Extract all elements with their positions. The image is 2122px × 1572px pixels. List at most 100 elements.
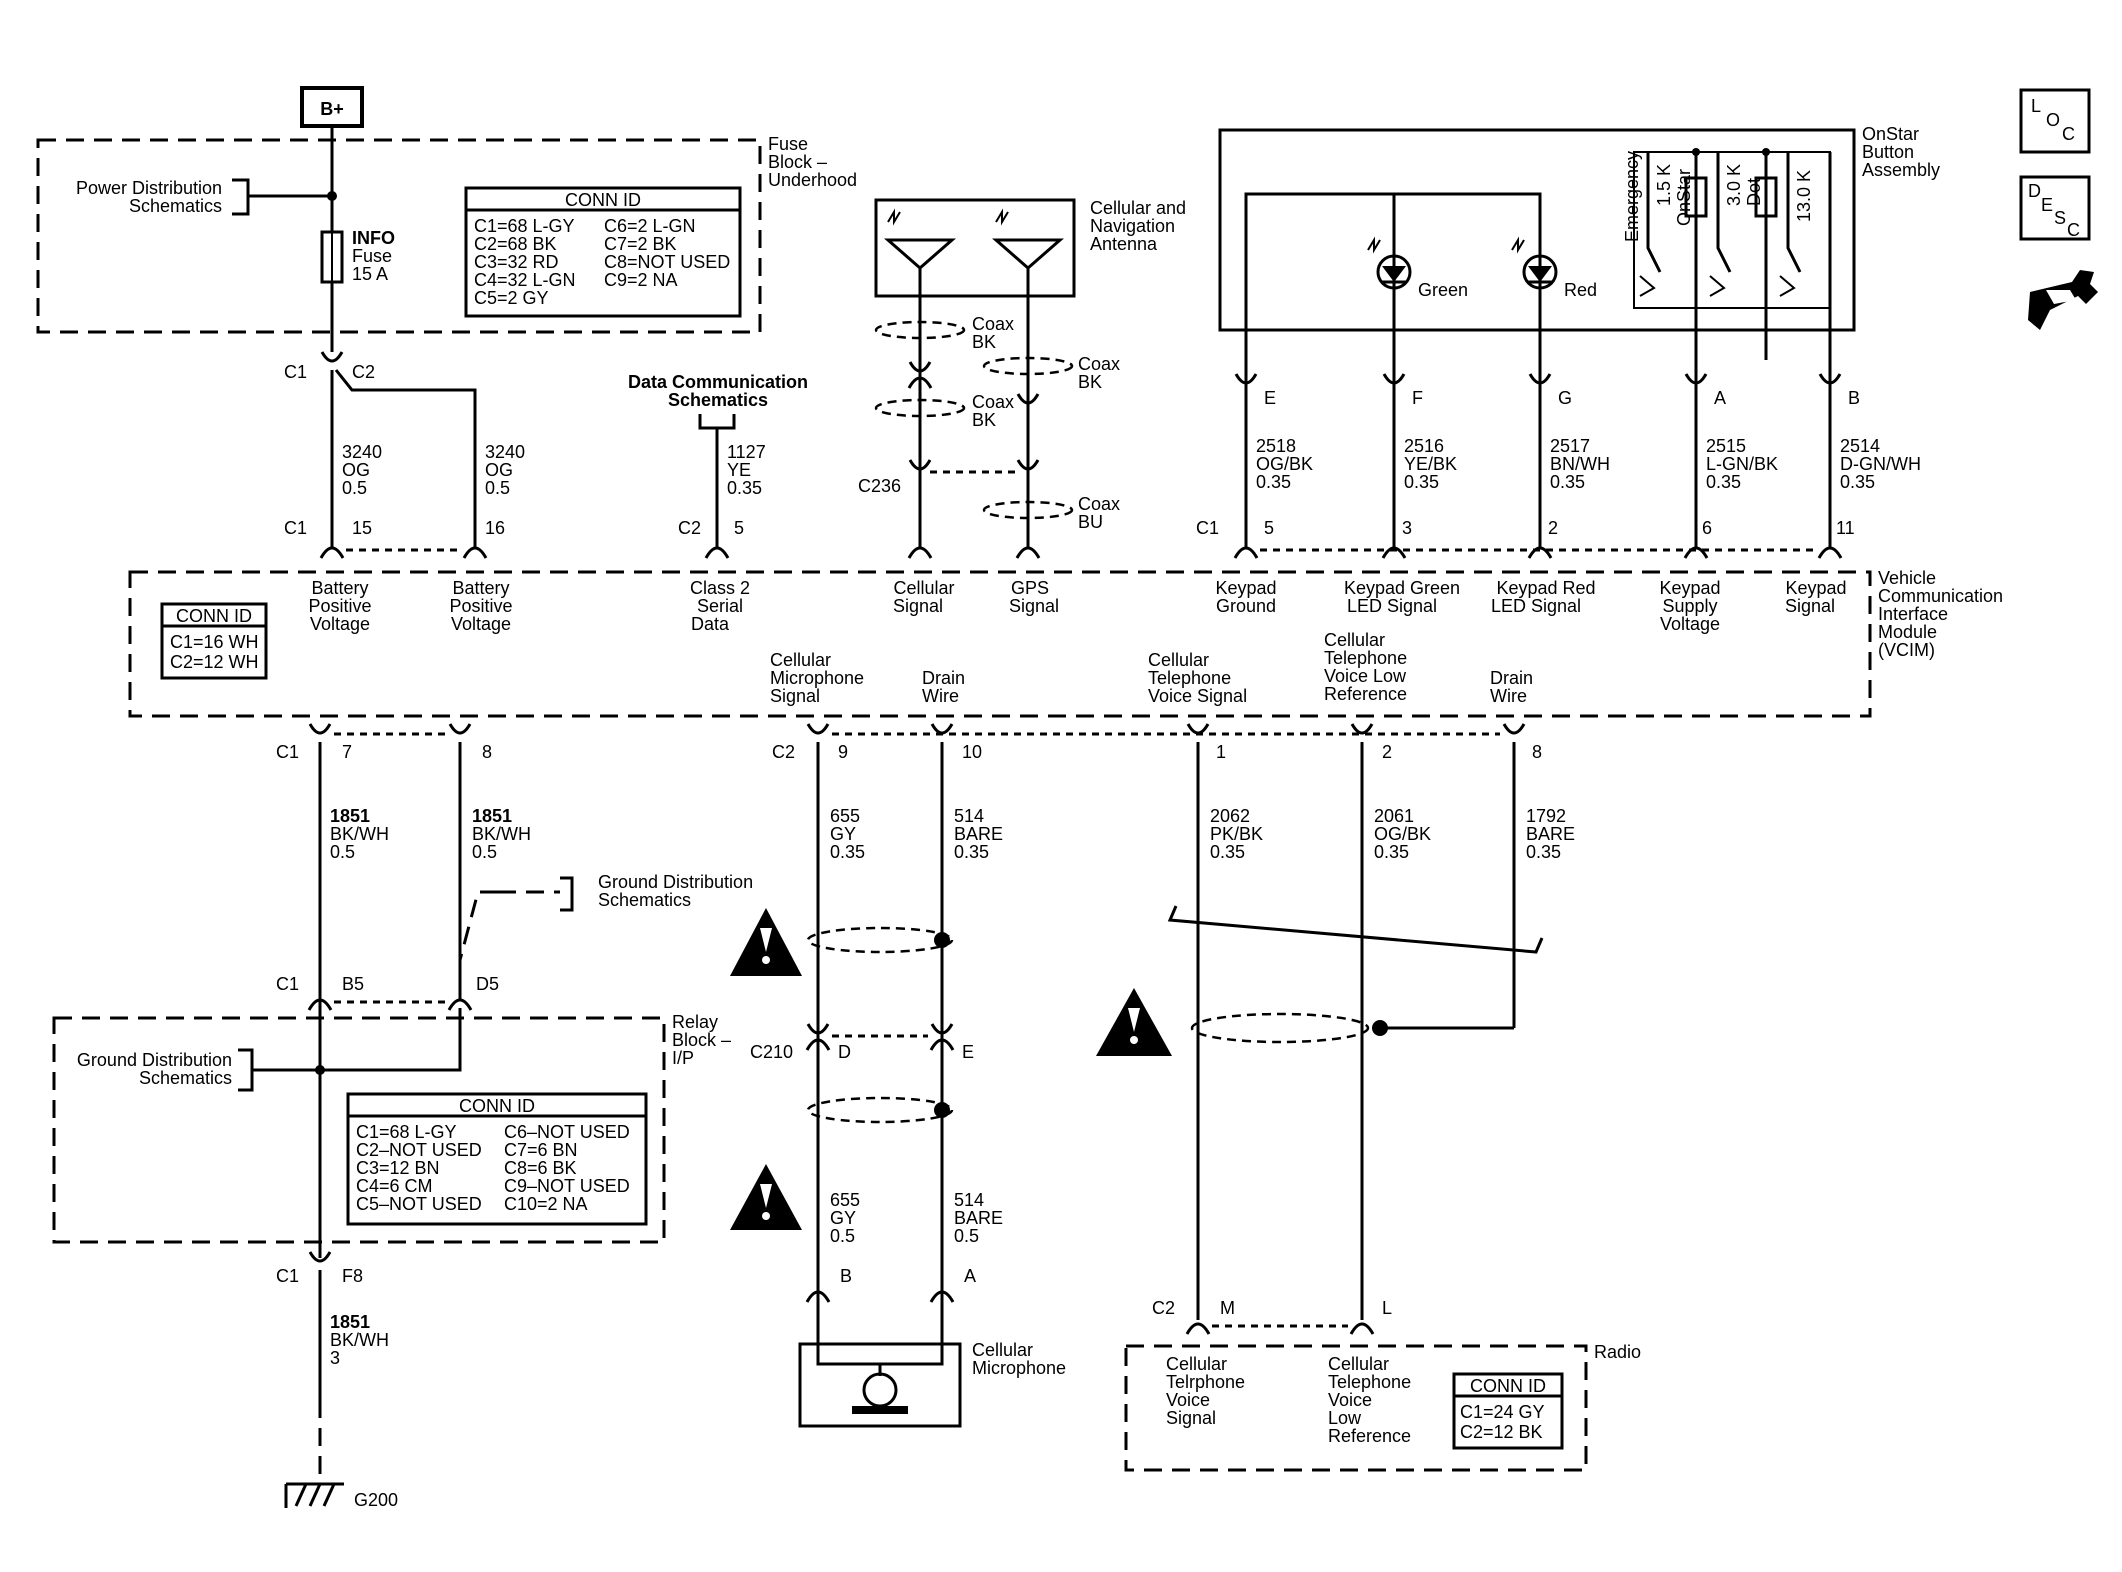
svg-text:5: 5 <box>734 518 744 538</box>
tool-icon[interactable] <box>2028 270 2098 330</box>
coax-label: Coax <box>1078 354 1120 374</box>
svg-text:0.5: 0.5 <box>342 478 367 498</box>
svg-text:3: 3 <box>1402 518 1412 538</box>
circuit-label: 655 <box>830 1190 860 1210</box>
conn-id-cell: C5=2 GY <box>474 288 549 308</box>
conn-id-title: CONN ID <box>565 190 641 210</box>
relay-conn-label: C1 <box>276 974 299 994</box>
svg-text:514: 514 <box>954 806 984 826</box>
data-comm-label: Data Communication <box>628 372 808 392</box>
radio-outline <box>1124 1344 1588 1472</box>
loc-letter: L <box>2031 96 2041 116</box>
vcim-outline <box>128 570 1872 718</box>
radio-label: Radio <box>1594 1342 1641 1362</box>
svg-text:CONN ID: CONN ID <box>459 1096 535 1116</box>
svg-text:Serial: Serial <box>697 596 743 616</box>
svg-text:Ground: Ground <box>1216 596 1276 616</box>
svg-text:0.35: 0.35 <box>830 842 865 862</box>
antenna-label: Navigation <box>1090 216 1175 236</box>
svg-text:C7=6 BN: C7=6 BN <box>504 1140 578 1160</box>
battery-positive: B+ <box>300 86 364 128</box>
ground-dist-label: Ground Distribution <box>598 872 753 892</box>
svg-text:BK/WH: BK/WH <box>472 824 531 844</box>
radio-conn-label: C2 <box>1152 1298 1175 1318</box>
power-dist-label: Schematics <box>129 196 222 216</box>
resistor-icon <box>1754 176 1778 218</box>
circuit-label: 0.5 <box>830 1226 855 1246</box>
svg-text:Data: Data <box>691 614 730 634</box>
conn-id-cell: C6=2 L-GN <box>604 216 696 236</box>
fuse-block-label-2: Block – <box>768 152 827 172</box>
svg-text:0.35: 0.35 <box>1374 842 1409 862</box>
svg-text:Telephone: Telephone <box>1148 668 1231 688</box>
svg-text:BARE: BARE <box>1526 824 1575 844</box>
svg-text:655: 655 <box>830 806 860 826</box>
ground-dist-label: Ground Distribution <box>77 1050 232 1070</box>
switch-icon <box>1639 152 1802 297</box>
svg-text:C1=68 L-GY: C1=68 L-GY <box>356 1122 457 1142</box>
relay-conn-label: C1 <box>276 1266 299 1286</box>
svg-text:C2=12 WH: C2=12 WH <box>170 652 259 672</box>
cellular-microphone <box>798 1342 962 1428</box>
vcim-label: Communication <box>1878 586 2003 606</box>
svg-text:C2–NOT USED: C2–NOT USED <box>356 1140 482 1160</box>
svg-text:15: 15 <box>352 518 372 538</box>
loc-icon[interactable]: L O C <box>2019 88 2091 154</box>
svg-text:Keypad: Keypad <box>1785 578 1846 598</box>
desc-icon[interactable]: D E S C <box>2019 175 2091 241</box>
svg-text:Microphone: Microphone <box>770 668 864 688</box>
resistor-label: 3.0 K <box>1724 164 1744 206</box>
svg-text:0.35: 0.35 <box>1210 842 1245 862</box>
c210-label: C210 <box>750 1042 793 1062</box>
conn-id-cell: C3=32 RD <box>474 252 559 272</box>
svg-text:PK/BK: PK/BK <box>1210 824 1263 844</box>
circuit-label: 514 <box>954 1190 984 1210</box>
relay-pin-label: F8 <box>342 1266 363 1286</box>
svg-text:C2: C2 <box>772 742 795 762</box>
svg-text:Drain: Drain <box>922 668 965 688</box>
green-led-label: Green <box>1418 280 1468 300</box>
pin-letter: B <box>1848 388 1860 408</box>
fuse-block-outline <box>36 138 762 334</box>
mic-pin: A <box>964 1266 976 1286</box>
relay-label: I/P <box>672 1048 694 1068</box>
radio-function: Reference <box>1328 1426 1411 1446</box>
desc-letter: D <box>2028 181 2041 201</box>
radio-pin: M <box>1220 1298 1235 1318</box>
radio-function: Voice <box>1328 1390 1372 1410</box>
svg-text:Signal: Signal <box>1009 596 1059 616</box>
relay-label: Relay <box>672 1012 718 1032</box>
svg-text:2515: 2515 <box>1706 436 1746 456</box>
caution-icon <box>730 908 802 976</box>
svg-text:Signal: Signal <box>1785 596 1835 616</box>
svg-text:0.35: 0.35 <box>1840 472 1875 492</box>
svg-text:LED Signal: LED Signal <box>1347 596 1437 616</box>
svg-text:1851: 1851 <box>330 806 370 826</box>
svg-text:16: 16 <box>485 518 505 538</box>
conn-id-cell: C7=2 BK <box>604 234 677 254</box>
svg-text:0.5: 0.5 <box>485 478 510 498</box>
svg-text:Cellular: Cellular <box>770 650 831 670</box>
svg-text:C4=6 CM: C4=6 CM <box>356 1176 433 1196</box>
svg-text:Wire: Wire <box>922 686 959 706</box>
radio-function: Cellular <box>1328 1354 1389 1374</box>
svg-text:C9–NOT USED: C9–NOT USED <box>504 1176 630 1196</box>
mic-label: Cellular <box>972 1340 1033 1360</box>
vcim-bottom-function-labels: Cellular Microphone Signal Drain Wire Ce… <box>770 630 1533 706</box>
svg-text:C1: C1 <box>284 518 307 538</box>
svg-text:Positive: Positive <box>308 596 371 616</box>
svg-text:CONN ID: CONN ID <box>1470 1376 1546 1396</box>
svg-text:1: 1 <box>1216 742 1226 762</box>
svg-text:0.5: 0.5 <box>330 842 355 862</box>
svg-text:C2: C2 <box>678 518 701 538</box>
svg-text:5: 5 <box>1264 518 1274 538</box>
svg-text:L-GN/BK: L-GN/BK <box>1706 454 1778 474</box>
svg-text:Battery: Battery <box>311 578 368 598</box>
led-icon <box>1522 254 1558 290</box>
svg-text:0.35: 0.35 <box>954 842 989 862</box>
svg-text:8: 8 <box>1532 742 1542 762</box>
splice-icon <box>1372 1020 1388 1036</box>
svg-text:Signal: Signal <box>770 686 820 706</box>
loc-letter: O <box>2046 110 2060 130</box>
conn-id-cell: C4=32 L-GN <box>474 270 576 290</box>
